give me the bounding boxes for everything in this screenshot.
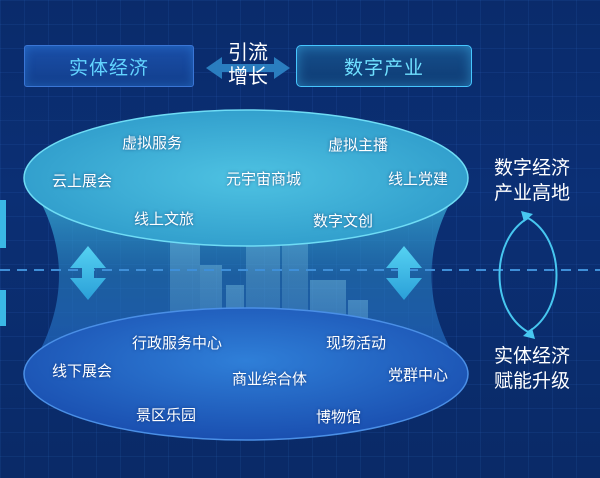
upper-item-online-party: 线上党建 [388,170,449,188]
lower-layer-ellipse [23,307,469,441]
upper-layer-ellipse [23,109,469,247]
upper-item-virtual-service: 虚拟服务 [122,134,183,152]
upper-item-metaverse-mall: 元宇宙商城 [226,170,302,188]
edge-bar-left-bottom [0,290,6,326]
upper-item-online-tourism: 线上文旅 [134,210,195,228]
center-label-line2: 增长 [228,64,268,88]
horizontal-double-arrow-icon [206,57,290,79]
lower-item-party-center: 党群中心 [388,366,449,384]
double-arrow-left-icon [70,246,106,300]
side-label-top-line2: 产业高地 [493,182,570,204]
lower-item-live-event: 现场活动 [326,334,387,352]
cycle-arrowhead-bottom-icon [523,328,535,339]
upper-item-virtual-anchor: 虚拟主播 [328,136,389,154]
digital-economy-highland-label: 数字经济 产业高地 [482,156,582,206]
lower-item-commercial-complex: 商业综合体 [232,370,308,388]
traffic-growth-label: 引流 增长 [200,40,296,88]
side-label-bottom-line1: 实体经济 [493,345,570,367]
upper-item-digital-creative: 数字文创 [313,212,374,230]
cycle-arrow-icon [498,217,558,333]
lower-item-museum: 博物馆 [316,408,362,426]
center-label-line1: 引流 [228,40,268,64]
upper-item-cloud-exhibition: 云上展会 [52,172,113,190]
digital-industry-button[interactable]: 数字产业 [296,45,472,87]
entity-economy-button[interactable]: 实体经济 [24,45,194,87]
side-label-top-line1: 数字经济 [493,157,570,179]
lower-item-offline-exhibition: 线下展会 [52,362,113,380]
double-arrow-right-icon [386,246,422,300]
side-label-bottom-line2: 赋能升级 [493,370,570,392]
edge-bar-left-top [0,200,6,248]
cycle-arrowhead-top-icon [521,211,533,222]
lower-item-admin-center: 行政服务中心 [132,334,223,352]
lower-item-scenic-park: 景区乐园 [136,406,197,424]
entity-economy-upgrade-label: 实体经济 赋能升级 [482,344,582,394]
